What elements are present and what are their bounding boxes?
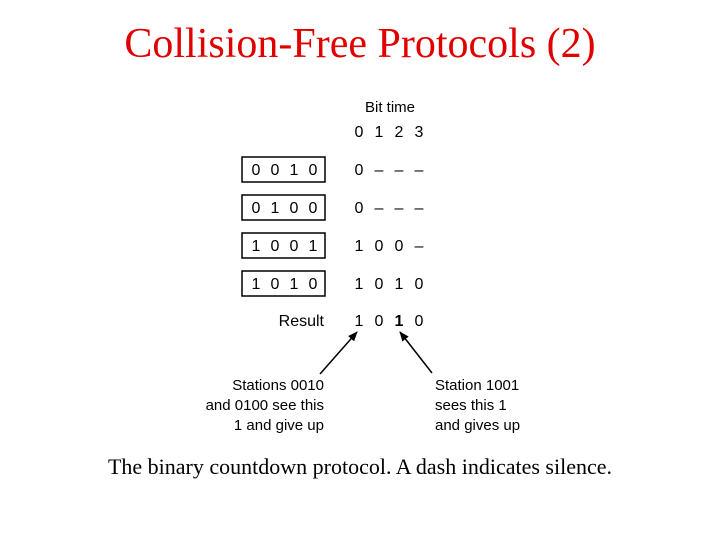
station-id-bit: 0 <box>309 200 318 217</box>
station-id-bit: 1 <box>290 162 299 179</box>
left-annotation: Stations 0010 and 0100 see this 1 and gi… <box>206 377 324 434</box>
left-arrow <box>319 331 358 375</box>
station-output-bit: 0 <box>375 238 384 255</box>
result-label: Result <box>279 313 325 330</box>
station-id-box <box>241 232 326 259</box>
bit-index-row: 0 1 2 3 <box>355 124 424 141</box>
station-output-bit: – <box>415 238 424 255</box>
station-output-bit: – <box>375 162 384 179</box>
station-output-bit: 0 <box>355 162 364 179</box>
station-id-bit: 1 <box>290 276 299 293</box>
station-id-box <box>241 194 326 221</box>
station-output-bit: 0 <box>355 200 364 217</box>
station-output-bit: 0 <box>375 276 384 293</box>
station-id-bit: 0 <box>309 276 318 293</box>
station-id-bit: 0 <box>252 162 261 179</box>
station-output-bit: 1 <box>395 276 404 293</box>
station-output-bit: – <box>395 162 404 179</box>
station-id-bit: 1 <box>309 238 318 255</box>
right-annotation: Station 1001 sees this 1 and gives up <box>435 377 520 434</box>
station-id-bit: 1 <box>252 238 261 255</box>
annotation-line: and gives up <box>435 417 520 434</box>
station-output-bit: 1 <box>355 238 364 255</box>
station-id-bit: 1 <box>252 276 261 293</box>
station-output-bit: 0 <box>415 276 424 293</box>
bit-time-label: Bit time <box>365 99 415 116</box>
result-bit: 1 <box>395 313 404 330</box>
station-output-bit: – <box>395 200 404 217</box>
annotation-line: Station 1001 <box>435 377 519 394</box>
result-bit: 0 <box>375 313 384 330</box>
annotation-line: and 0100 see this <box>206 397 324 414</box>
station-row: 0 1 0 0 0 – – – <box>241 194 424 221</box>
right-arrow <box>399 331 433 374</box>
station-id-bit: 0 <box>290 200 299 217</box>
result-bit: 1 <box>355 313 364 330</box>
station-id-bit: 0 <box>271 162 280 179</box>
station-row: 1 0 0 1 1 0 0 – <box>241 232 424 259</box>
station-output-bit: 1 <box>355 276 364 293</box>
station-id-box <box>241 156 326 183</box>
annotation-line: sees this 1 <box>435 397 507 414</box>
bit-index: 1 <box>375 124 384 141</box>
bit-index: 3 <box>415 124 424 141</box>
station-id-box <box>241 270 326 297</box>
result-bit: 0 <box>415 313 424 330</box>
station-id-bit: 0 <box>271 276 280 293</box>
station-output-bit: – <box>415 200 424 217</box>
station-row: 1 0 1 0 1 0 1 0 <box>241 270 424 297</box>
station-id-bit: 0 <box>252 200 261 217</box>
station-output-bit: – <box>415 162 424 179</box>
result-row: Result 1 0 1 0 <box>279 313 424 330</box>
annotation-line: Stations 0010 <box>232 377 324 394</box>
bit-index: 2 <box>395 124 404 141</box>
station-id-bit: 0 <box>271 238 280 255</box>
bit-index: 0 <box>355 124 364 141</box>
station-row: 0 0 1 0 0 – – – <box>241 156 424 183</box>
figure-caption: The binary countdown protocol. A dash in… <box>107 454 613 479</box>
station-output-bit: – <box>375 200 384 217</box>
station-id-bit: 0 <box>290 238 299 255</box>
station-id-bit: 0 <box>309 162 318 179</box>
annotation-line: 1 and give up <box>234 417 324 434</box>
station-output-bit: 0 <box>395 238 404 255</box>
station-id-bit: 1 <box>271 200 280 217</box>
slide-title: Collision-Free Protocols (2) <box>124 21 596 67</box>
